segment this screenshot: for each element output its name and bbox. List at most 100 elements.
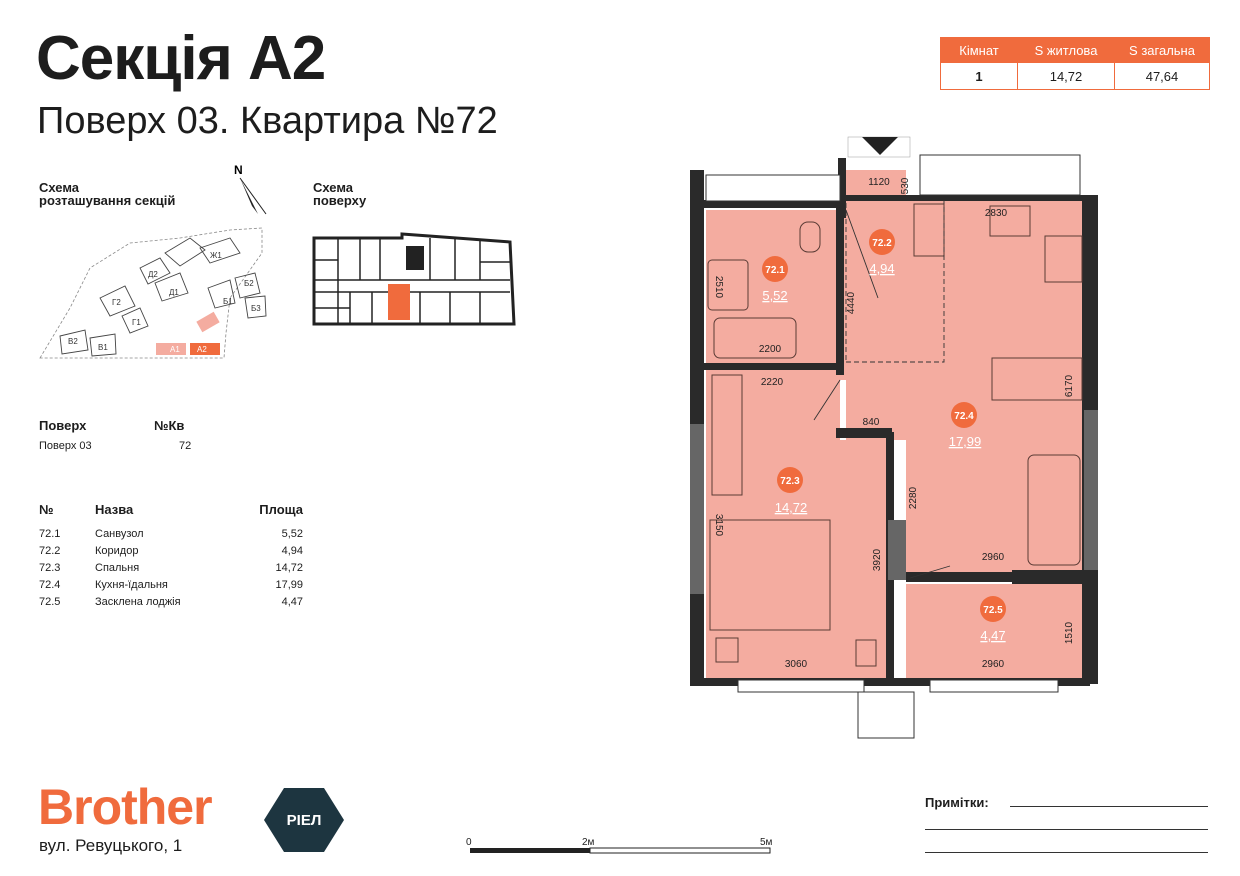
dimension-label: 2960 [982,659,1005,670]
section-label: Б1 [223,297,233,306]
room-badge-label: 72.4 [954,411,974,422]
summary-table: Кімнат S житлова S загальна 1 14,72 47,6… [940,37,1210,90]
summary-total-area-value: 47,64 [1114,62,1210,90]
room-number: 72.1 [39,527,61,540]
room-name: Засклена лоджія [95,595,181,608]
notes-line [925,852,1208,853]
room-name: Спальня [95,561,140,574]
dimension-label: 530 [900,177,911,194]
rooms-header-number: № [39,502,54,517]
room-area-label: 4,94 [869,261,894,276]
room-area: 5,52 [281,527,303,540]
floor-value: Поверх 03 [39,440,92,452]
room-area-label: 17,99 [949,434,982,449]
rooms-table: № Назва Площа 72.1 Санвузол 5,52 72.2 Ко… [39,502,303,610]
scale-label: 5м [760,837,773,848]
address: вул. Ревуцького, 1 [39,836,183,855]
scale-label: 0 [466,837,472,848]
room-badge-label: 72.2 [872,238,892,249]
section-label: Д2 [148,270,158,279]
scale-bar: 0 2м 5м [466,837,773,854]
dimension-label: 4440 [846,291,857,314]
room-number: 72.2 [39,544,61,557]
riel-badge-label: РІЕЛ [287,812,322,829]
north-arrow-icon [240,178,258,214]
section-label: Б3 [251,304,261,313]
table-row: 72.1 Санвузол 5,52 [39,525,303,542]
dimension-label: 2830 [985,208,1008,219]
section-label: А1 [170,345,180,354]
floor-label: Поверх [39,418,87,433]
room-badge-label: 72.3 [780,476,800,487]
floor-schema-map [312,232,516,326]
dimension-label: 2280 [908,486,919,509]
room-number: 72.3 [39,561,61,574]
room-72-2-72-4 [840,170,1082,572]
dimension-label: 6170 [1064,374,1075,397]
room-area-label: 4,47 [980,628,1005,643]
apartment-highlight [388,284,410,320]
floor-schema-title-line1: Схема [313,180,354,195]
section-label: В1 [98,343,108,352]
room-area: 14,72 [275,561,303,574]
dimension-label: 840 [863,417,880,428]
room-badge-label: 72.5 [983,605,1003,616]
summary-header-total-area: S загальна [1114,37,1210,63]
page-title: Секція А2 [36,24,326,93]
notes-line [925,829,1208,830]
apartment-number-value: 72 [179,440,192,452]
summary-living-area-value: 14,72 [1017,62,1115,90]
dimension-label: 2220 [761,377,784,388]
dimension-label: 2200 [759,344,782,355]
sections-site-map: N Ж1 Д2 Д1 Г2 Г1 Б2 Б1 Б3 В2 В1 А1 А2 [39,163,267,359]
sections-schema-title-line2: розташування секцій [39,193,176,208]
room-area-label: 5,52 [762,288,787,303]
table-row: 72.3 Спальня 14,72 [39,559,303,576]
table-row: 72.2 Коридор 4,94 [39,542,303,559]
section-label: Ж1 [210,251,222,260]
section-label: Д1 [169,288,179,297]
dimension-label: 1510 [1064,621,1075,644]
dimension-label: 3060 [785,659,808,670]
room-area: 4,94 [281,544,303,557]
notes-label: Примітки: [925,795,989,810]
apartment-floor-plan: 1120 530 2830 2510 4440 2200 2220 840 61… [690,136,1098,739]
dimension-label: 1120 [868,177,890,188]
room-name: Санвузол [95,527,144,540]
section-label: Г1 [132,318,141,327]
room-72-3 [706,370,890,678]
floor-schema-title-line2: поверху [313,193,367,208]
table-row: 72.4 Кухня-їдальня 17,99 [39,576,303,593]
room-name: Коридор [95,544,139,557]
room-area: 17,99 [275,578,303,591]
section-label: Б2 [244,279,254,288]
section-label: Г2 [112,298,121,307]
room-area-label: 14,72 [775,500,808,515]
page-subtitle: Поверх 03. Квартира №72 [37,100,498,142]
room-badge-label: 72.1 [765,265,785,276]
rooms-header-name: Назва [95,502,134,517]
sections-schema-title-line1: Схема [39,180,80,195]
north-label: N [234,163,243,177]
section-label: В2 [68,337,78,346]
dimension-label: 2960 [982,552,1005,563]
section-label: А2 [197,345,207,354]
room-72-1 [706,210,840,363]
notes-line [1010,806,1208,807]
scale-label: 2м [582,837,595,848]
sections-schema-title: Схема розташування секцій [39,181,175,207]
dimension-label: 3920 [872,548,883,571]
room-number: 72.5 [39,595,61,608]
floor-schema-title: Схема поверху [313,181,366,207]
room-name: Кухня-їдальня [95,578,168,591]
summary-header-rooms: Кімнат [940,37,1018,63]
dimension-label: 2510 [713,276,724,299]
rooms-header-area: Площа [259,502,303,517]
summary-header-living-area: S житлова [1017,37,1115,63]
table-row: 72.5 Засклена лоджія 4,47 [39,593,303,610]
dimension-label: 3150 [713,514,724,537]
summary-rooms-value: 1 [940,62,1018,90]
room-number: 72.4 [39,578,61,591]
room-area: 4,47 [281,595,303,608]
apartment-number-label: №Кв [154,418,185,433]
